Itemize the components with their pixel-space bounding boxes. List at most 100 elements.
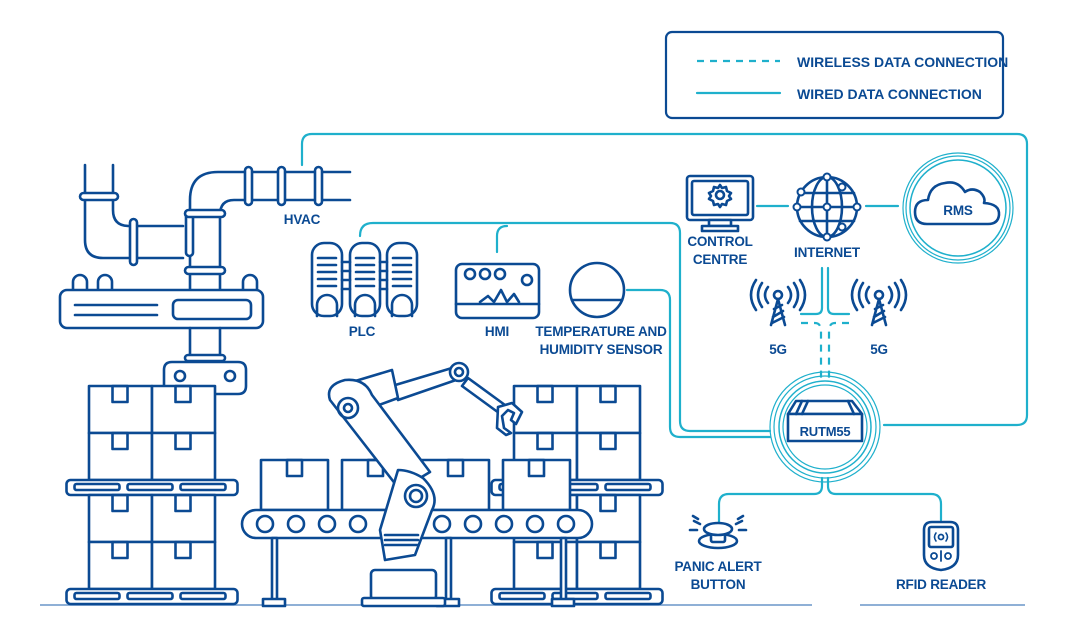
box-tape [599,431,617,451]
roller [255,514,275,534]
roller [348,514,368,534]
plc-arch [315,293,339,318]
plc-arch [390,293,414,318]
cardboard-box [575,540,642,591]
roller [317,514,337,534]
wire-sensor-router [625,288,772,439]
legend-wireless-label: WIRELESS DATA CONNECTION [797,54,1008,70]
pallet-slot [126,591,174,601]
conveyor-belt [240,458,594,608]
signal-wave [850,278,908,312]
rms-label: RMS [943,203,973,218]
box-tape [174,431,192,451]
tower-frame [870,297,888,327]
plc-label: PLC [349,324,376,339]
box-tape [536,384,554,404]
cardboard-box [150,431,217,482]
tower-frame [769,297,787,327]
pallet [65,478,239,497]
roller [432,514,452,534]
pallet-slot [126,482,174,492]
cardboard-box [575,384,642,435]
alarm-button-icon[interactable] [688,514,748,550]
pipes-icon [58,163,352,396]
cardboard-box [575,431,642,482]
cardboard-box [150,540,217,591]
signal-wave [864,285,894,305]
gauge-icon [568,261,626,319]
pallet-slot [604,591,652,601]
control-centre-label-line1: CONTROL [687,234,752,249]
pallet-slot [179,482,227,492]
monitor-gear-icon[interactable] [685,174,755,233]
wire-plc-router [358,221,772,433]
cardboard-box [87,493,154,544]
box-tape [599,384,617,404]
box-tape [174,384,192,404]
pallet [490,587,664,606]
cardboard-box [87,384,154,435]
tower-right-label: 5G [870,342,888,357]
box-tape [174,493,192,513]
box-tape [111,384,129,404]
connection-lines [300,132,1029,524]
cardboard-box [150,493,217,544]
legend: WIRELESS DATA CONNECTION WIRED DATA CONN… [664,30,1008,120]
roller [463,514,483,534]
signal-wave [756,281,800,309]
wire-hvac-router [300,132,1029,427]
rfid-reader-icon[interactable] [922,520,960,572]
globe-icon[interactable] [792,172,862,242]
cardboard-box [150,384,217,435]
hmi-label: HMI [485,324,509,339]
hvac-label: HVAC [284,212,321,227]
robot-arm-icon [327,361,524,608]
pallet-slot [604,482,652,492]
cardboard-box [87,431,154,482]
internet-label: INTERNET [794,245,861,260]
roller [494,514,514,534]
box-tape [536,431,554,451]
legend-box [664,30,1005,120]
wire-router-rfid [826,476,943,522]
roller [286,514,306,534]
tower-left-label: 5G [769,342,787,357]
rfid-label: RFID READER [896,577,987,592]
router-label: RUTM55 [800,424,851,439]
plc-arch [353,293,377,318]
box-tape [174,540,192,560]
box-tape [536,540,554,560]
legend-wired-label: WIRED DATA CONNECTION [797,86,982,102]
pallet [65,587,239,606]
server-rack-icon [310,241,419,318]
box-tape [111,540,129,560]
box-tape [599,540,617,560]
roller [525,514,545,534]
pallet-slot [498,591,546,601]
cardboard-box [512,384,579,435]
router-icon[interactable] [769,371,881,483]
pallet-stack-left [65,384,239,606]
cell-tower-icon [749,278,807,327]
box-tape [111,493,129,513]
cloud-icon[interactable] [902,152,1014,264]
cell-tower-icon [850,278,908,327]
wire-hmi-router [495,224,509,254]
wireless-lines [801,321,849,385]
wireless-5g-right [827,321,849,385]
signal-wave [749,278,807,312]
signal-wave [857,281,901,309]
box-tape [599,493,617,513]
wire-router-panic [717,476,824,524]
cardboard-box [512,540,579,591]
cardboard-box [87,540,154,591]
panic-label-line1: PANIC ALERT [674,559,762,574]
panic-label-line2: BUTTON [691,577,746,592]
pallet-slot [73,591,121,601]
box-tape [111,431,129,451]
sensor-label-line1: TEMPERATURE AND [535,324,667,339]
signal-wave [763,285,793,305]
pallet-slot [179,591,227,601]
wireless-5g-left [801,321,823,385]
